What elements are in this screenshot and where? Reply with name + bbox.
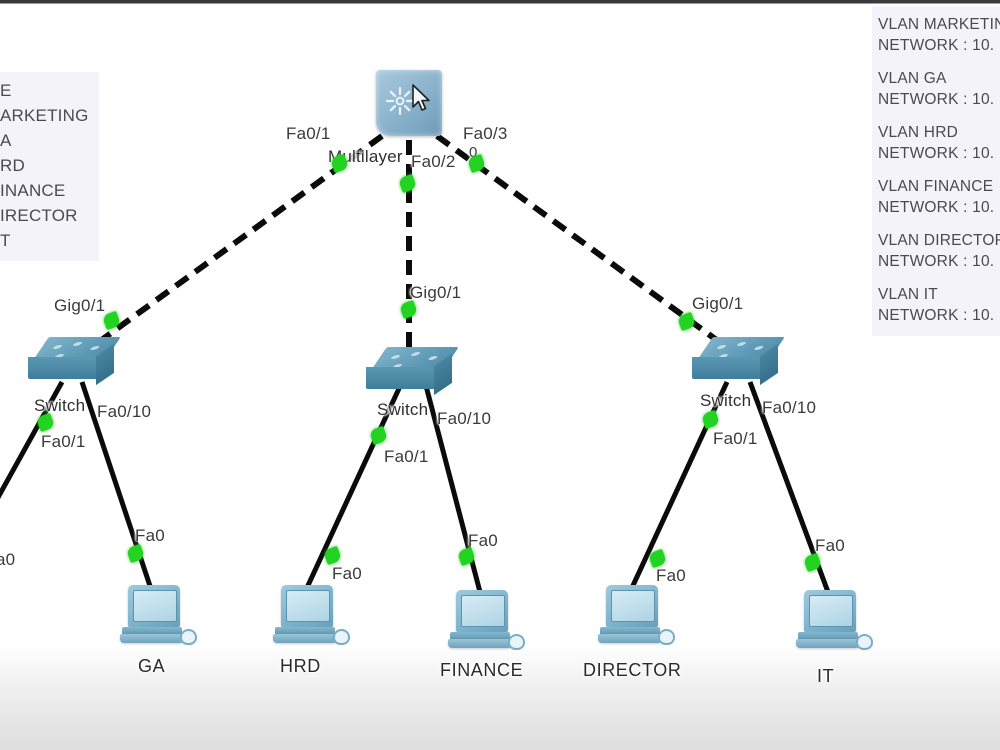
pc-keyboard <box>796 639 860 648</box>
pc-base <box>275 627 335 635</box>
center-switch-port-fa0-10-label: Fa0/10 <box>437 409 492 428</box>
switch-icon-right[interactable] <box>692 337 785 387</box>
pc-base <box>600 627 660 635</box>
hrd-port-label: Fa0 <box>332 564 362 583</box>
vlan-entry-3-network: NETWORK : 10. <box>878 199 995 216</box>
right-vlan-note: VLAN MARKETIN NETWORK : 10. VLAN GA NETW… <box>872 6 1000 336</box>
vlan-entry-4-network: NETWORK : 10. <box>878 253 995 270</box>
left-switch-port-fa0-1-label: Fa0/1 <box>41 432 86 451</box>
pc-keyboard <box>598 634 662 643</box>
vlan-entry-0-network: NETWORK : 10. <box>878 37 995 54</box>
core-port-fa0-1-label: Fa0/1 <box>286 124 331 143</box>
pc-mouse <box>856 634 873 650</box>
vlan-entry-1-name: VLAN GA <box>878 70 947 87</box>
vlan-entry-2-name: VLAN HRD <box>878 124 958 141</box>
center-switch-uplink-port-label: Gig0/1 <box>410 283 462 302</box>
vlan-entry-5-name: VLAN IT <box>878 286 938 303</box>
pc-base <box>122 627 182 635</box>
left-note-line-6: T <box>0 231 11 250</box>
vlan-entry-0-name: VLAN MARKETIN <box>878 16 1000 33</box>
right-switch-port-fa0-10-label: Fa0/10 <box>762 398 817 417</box>
pc-screen <box>286 590 330 622</box>
left-note-line-5: IRECTOR <box>0 206 78 225</box>
core-port-fa0-2-label: Fa0/2 <box>411 152 456 171</box>
pc-screen <box>611 590 655 622</box>
pc-monitor <box>456 590 508 632</box>
right-switch-port-fa0-1-label: Fa0/1 <box>713 429 758 448</box>
it-host-label: IT <box>817 666 835 686</box>
ga-host-label: GA <box>138 656 166 676</box>
left-note-line-0: E <box>0 81 12 100</box>
left-switch-device-label: Switch <box>34 396 86 415</box>
switch-burst-icon <box>385 86 415 116</box>
pc-monitor <box>804 590 856 632</box>
ga-port-label: Fa0 <box>135 526 165 545</box>
link-status-right-fa0-1 <box>700 409 721 430</box>
link-status-right-uplink <box>676 311 697 332</box>
link-status-core-center <box>397 173 418 194</box>
pc-mouse <box>508 634 525 650</box>
core-port-extra-label: 0 <box>469 144 478 161</box>
pc-screen <box>809 595 853 627</box>
vlan-entry-3-name: VLAN FINANCE <box>878 178 994 195</box>
link-status-ga <box>125 543 146 564</box>
pc-keyboard <box>273 634 337 643</box>
core-port-fa0-3-label: Fa0/3 <box>463 124 508 143</box>
left-note-line-4: INANCE <box>0 181 66 200</box>
left-switch-uplink-port-label: Gig0/1 <box>54 296 106 315</box>
pc-base <box>798 632 858 640</box>
right-switch-device-label: Switch <box>700 391 752 410</box>
center-switch-port-fa0-1-label: Fa0/1 <box>384 447 429 466</box>
pc-monitor <box>606 585 658 627</box>
left-switch-port-fa0-10-label: Fa0/10 <box>97 402 152 421</box>
vlan-entry-2-network: NETWORK : 10. <box>878 145 995 162</box>
pc-screen <box>133 590 177 622</box>
center-switch-device-label: Switch <box>377 400 429 419</box>
finance-port-label: Fa0 <box>468 531 498 550</box>
pc-screen <box>461 595 505 627</box>
vlan-entry-1-network: NETWORK : 10. <box>878 91 995 108</box>
pc-base <box>450 632 510 640</box>
pc-mouse <box>333 629 350 645</box>
it-port-label: Fa0 <box>815 536 845 555</box>
pc-keyboard <box>448 639 512 648</box>
mouse-cursor-icon <box>412 84 430 111</box>
pc-icon-finance[interactable] <box>448 590 525 652</box>
pc-icon-hrd[interactable] <box>273 585 350 647</box>
switch-front-face <box>28 357 100 379</box>
pc-monitor <box>281 585 333 627</box>
pc-icon-director[interactable] <box>598 585 675 647</box>
switch-front-face <box>366 367 438 389</box>
pc-monitor <box>128 585 180 627</box>
pc-icon-ga[interactable] <box>120 585 197 647</box>
hrd-host-label: HRD <box>280 656 321 676</box>
link-status-hrd <box>322 545 343 566</box>
left-note-line-2: A <box>0 131 12 150</box>
vlan-entry-4-name: VLAN DIRECTOR <box>878 232 1000 249</box>
left-vlan-note: E ARKETING A RD INANCE IRECTOR T <box>0 72 99 261</box>
switch-icon-left[interactable] <box>28 337 121 387</box>
switch-icon-center[interactable] <box>366 347 459 397</box>
left-note-line-3: RD <box>0 156 25 175</box>
right-switch-uplink-port-label: Gig0/1 <box>692 294 744 313</box>
offscreen-pc-port-label: a0 <box>0 550 16 569</box>
multilayer-switch-icon[interactable] <box>376 70 442 136</box>
pc-keyboard <box>120 634 184 643</box>
link-status-center-fa0-1 <box>368 425 389 446</box>
left-note-line-1: ARKETING <box>0 106 89 125</box>
director-host-label: DIRECTOR <box>583 660 682 680</box>
pc-mouse <box>180 629 197 645</box>
pc-mouse <box>658 629 675 645</box>
pc-icon-it[interactable] <box>796 590 873 652</box>
switch-front-face <box>692 357 764 379</box>
director-port-label: Fa0 <box>656 566 686 585</box>
vlan-entry-5-network: NETWORK : 10. <box>878 307 995 324</box>
finance-host-label: FINANCE <box>440 660 524 680</box>
